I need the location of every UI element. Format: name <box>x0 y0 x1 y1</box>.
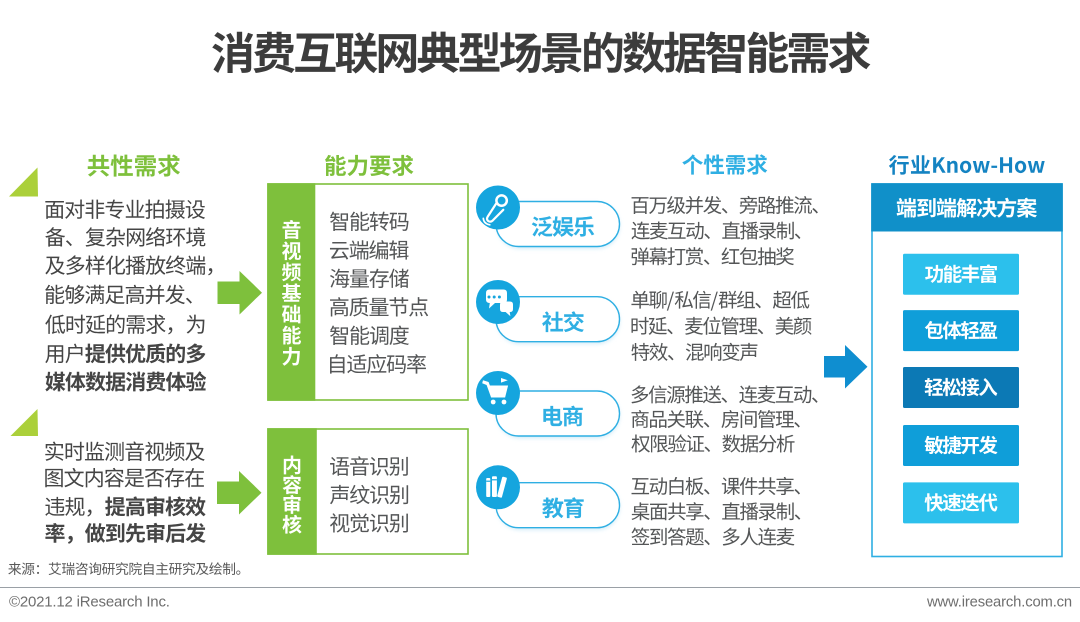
svg-text:©2021.12 iResearch Inc.: ©2021.12 iResearch Inc. <box>9 594 170 611</box>
svg-text:www.iresearch.com.cn: www.iresearch.com.cn <box>926 594 1072 610</box>
